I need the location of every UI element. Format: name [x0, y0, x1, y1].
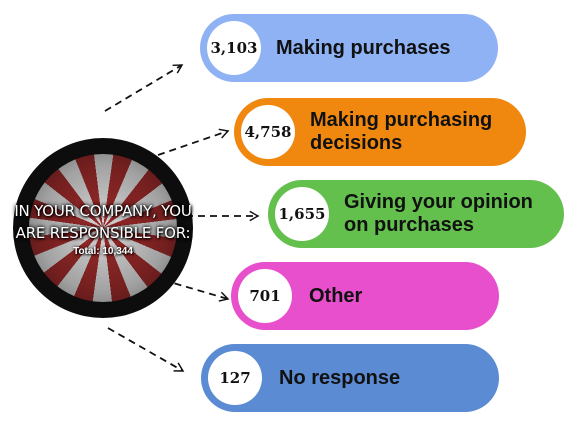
- response-label: No response: [279, 366, 401, 389]
- total-label: Total: 10,344: [73, 245, 133, 257]
- response-count: 701: [238, 269, 292, 323]
- swirl-background-image: [29, 154, 177, 302]
- response-count: 127: [208, 351, 262, 405]
- response-label: Giving your opinion on purchases: [344, 191, 533, 236]
- arrow-to-no-response: [107, 327, 185, 372]
- response-giving-opinion: 1,655 Giving your opinion on purchases: [268, 180, 564, 248]
- response-no-response: 127 No response: [201, 344, 499, 412]
- arrow-to-making-purchases: [104, 64, 184, 112]
- response-label: Other: [309, 284, 363, 307]
- central-question-circle: IN YOUR COMPANY, YOU ARE RESPONSIBLE FOR…: [13, 138, 193, 318]
- response-other: 701 Other: [231, 262, 499, 330]
- question-label: IN YOUR COMPANY, YOU ARE RESPONSIBLE FOR…: [14, 201, 192, 242]
- response-count: 3,103: [207, 21, 261, 75]
- response-label: Making purchasing decisions: [310, 109, 493, 154]
- response-count: 4,758: [241, 105, 295, 159]
- response-count: 1,655: [275, 187, 329, 241]
- response-making-purchases: 3,103 Making purchases: [200, 14, 498, 82]
- response-label: Making purchases: [276, 36, 451, 59]
- arrow-to-purchasing-decisions: [157, 128, 230, 156]
- central-question-text: IN YOUR COMPANY, YOU ARE RESPONSIBLE FOR…: [13, 138, 193, 318]
- response-making-purchasing-decisions: 4,758 Making purchasing decisions: [234, 98, 526, 166]
